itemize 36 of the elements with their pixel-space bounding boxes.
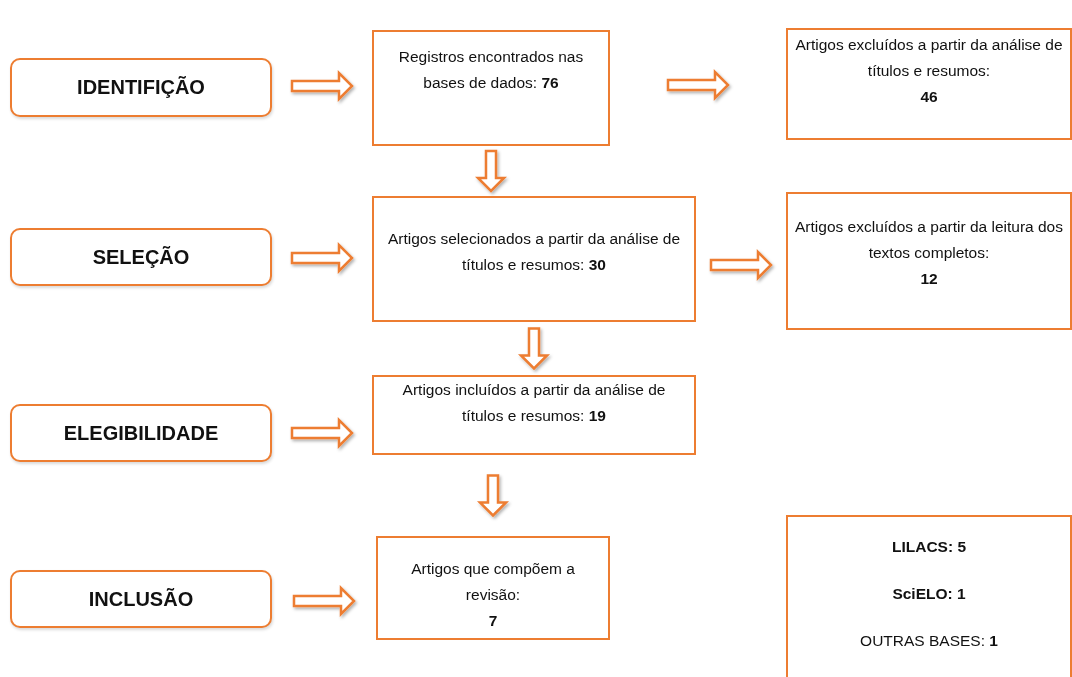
box-text: 12 bbox=[919, 269, 939, 289]
stage-label: SELEÇÃO bbox=[92, 245, 190, 269]
block-arrow bbox=[666, 69, 730, 101]
box-text: 7 bbox=[487, 611, 499, 631]
stage-label: IDENTIFIÇÃO bbox=[77, 76, 205, 99]
box-text: SciELO: 1 bbox=[891, 584, 967, 604]
box-text: Artigos selecionados a partir da análise de títulos e resumos: 30 bbox=[386, 229, 682, 275]
block-arrow bbox=[475, 149, 507, 193]
box-text: Registros encontrados nas bases de dados: 76 bbox=[397, 47, 585, 93]
box-text: 46 bbox=[919, 87, 939, 107]
process-box bbox=[372, 30, 610, 146]
block-arrow bbox=[709, 249, 773, 281]
block-arrow bbox=[290, 242, 354, 274]
process-box bbox=[376, 536, 610, 640]
block-arrow bbox=[477, 474, 509, 518]
block-arrow bbox=[518, 327, 550, 371]
stage-box bbox=[10, 404, 272, 462]
process-box bbox=[372, 196, 696, 322]
stage-label: INCLUSÃO bbox=[88, 587, 194, 611]
box-text: Artigos excluídos a partir da leitura dos textos completos: bbox=[794, 217, 1064, 263]
process-box bbox=[786, 28, 1072, 140]
result-box bbox=[786, 515, 1072, 677]
block-arrow bbox=[290, 70, 354, 102]
box-text: Artigos que compõem a revisão: bbox=[410, 559, 576, 605]
box-text: OUTRAS BASES: 1 bbox=[859, 631, 999, 651]
stage-label: ELEGIBILIDADE bbox=[63, 421, 219, 445]
stage-box bbox=[10, 228, 272, 286]
stage-box bbox=[10, 570, 272, 628]
block-arrow bbox=[290, 417, 354, 449]
box-text: LILACS: 5 bbox=[890, 537, 968, 557]
box-text: Artigos incluídos a partir da análise de títulos e resumos: 19 bbox=[401, 380, 667, 426]
box-text: Artigos excluídos a partir da análise de títulos e resumos: bbox=[794, 35, 1064, 81]
process-box bbox=[372, 375, 696, 455]
process-box bbox=[786, 192, 1072, 330]
stage-box bbox=[10, 58, 272, 117]
block-arrow bbox=[292, 585, 356, 617]
